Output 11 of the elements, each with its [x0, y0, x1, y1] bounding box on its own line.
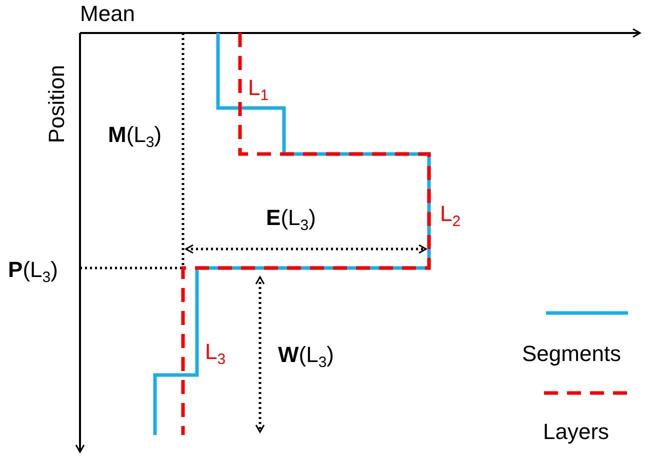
legend-label: Segments [522, 342, 622, 366]
measure-label: W(L$_{3}$) [278, 343, 334, 367]
measure-label: P(L$_{3}$) [8, 258, 58, 282]
layer-label: L$_{1}$ [248, 76, 269, 100]
measure-label: E(L$_{3}$) [266, 206, 316, 230]
axis-title: Position [45, 64, 70, 144]
layer-label: L$_{2}$ [440, 202, 461, 226]
axis-title: Mean [80, 2, 136, 26]
measure-label: M(L$_{3}$) [108, 123, 162, 147]
layer-label: L$_{3}$ [205, 340, 226, 364]
legend-label: Layers [543, 420, 610, 444]
